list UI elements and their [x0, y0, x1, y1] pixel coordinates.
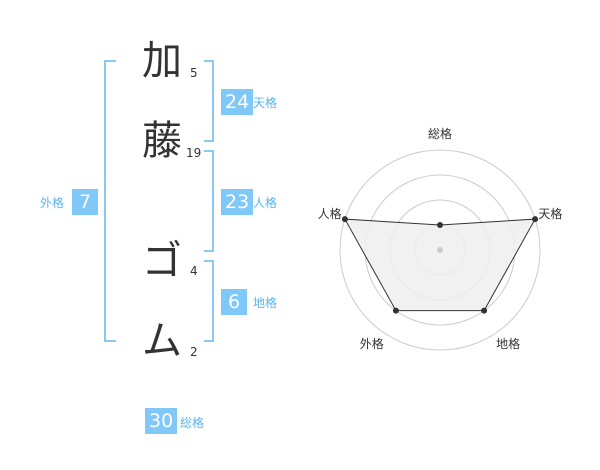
radar-axis-label: 天格 — [538, 206, 562, 221]
radar-point — [341, 216, 348, 223]
name-char-3: ゴ — [142, 238, 182, 284]
stroke-count-1: 5 — [190, 66, 198, 80]
chikaku-label: 地格 — [253, 296, 278, 310]
tenkaku-bracket — [204, 60, 214, 142]
radar-point — [437, 222, 443, 228]
gaikaku-label: 外格 — [40, 196, 65, 210]
radar-axis-label: 総格 — [428, 126, 452, 141]
jinkaku-label: 人格 — [253, 196, 278, 210]
jinkaku-bracket — [204, 150, 214, 252]
chikaku-bracket — [204, 260, 214, 342]
radar-polygon — [344, 218, 536, 312]
radar-point — [532, 216, 539, 223]
stroke-count-3: 4 — [190, 264, 198, 278]
radar-axis-label: 地格 — [496, 336, 520, 351]
name-char-2: 藤 — [142, 118, 182, 164]
gaikaku-bracket — [104, 60, 116, 342]
jinkaku-value: 23 — [221, 189, 254, 215]
tenkaku-value: 24 — [221, 89, 254, 115]
stroke-count-2: 19 — [186, 146, 202, 160]
gaikaku-value: 7 — [72, 189, 98, 215]
chikaku-value: 6 — [221, 289, 247, 315]
radar-point — [392, 307, 399, 314]
radar-center-dot — [437, 247, 443, 253]
name-char-1: 加 — [142, 38, 182, 84]
tenkaku-label: 天格 — [253, 96, 278, 110]
radar-point — [481, 307, 488, 314]
soukaku-label: 総格 — [180, 416, 205, 430]
name-char-4: ム — [142, 318, 182, 364]
radar-ring — [339, 149, 541, 351]
soukaku-value: 30 — [145, 408, 178, 434]
radar-points — [341, 216, 539, 314]
stroke-count-4: 2 — [190, 345, 198, 359]
radar-axis-label: 外格 — [360, 336, 384, 351]
radar-axis-label: 人格 — [318, 206, 342, 221]
